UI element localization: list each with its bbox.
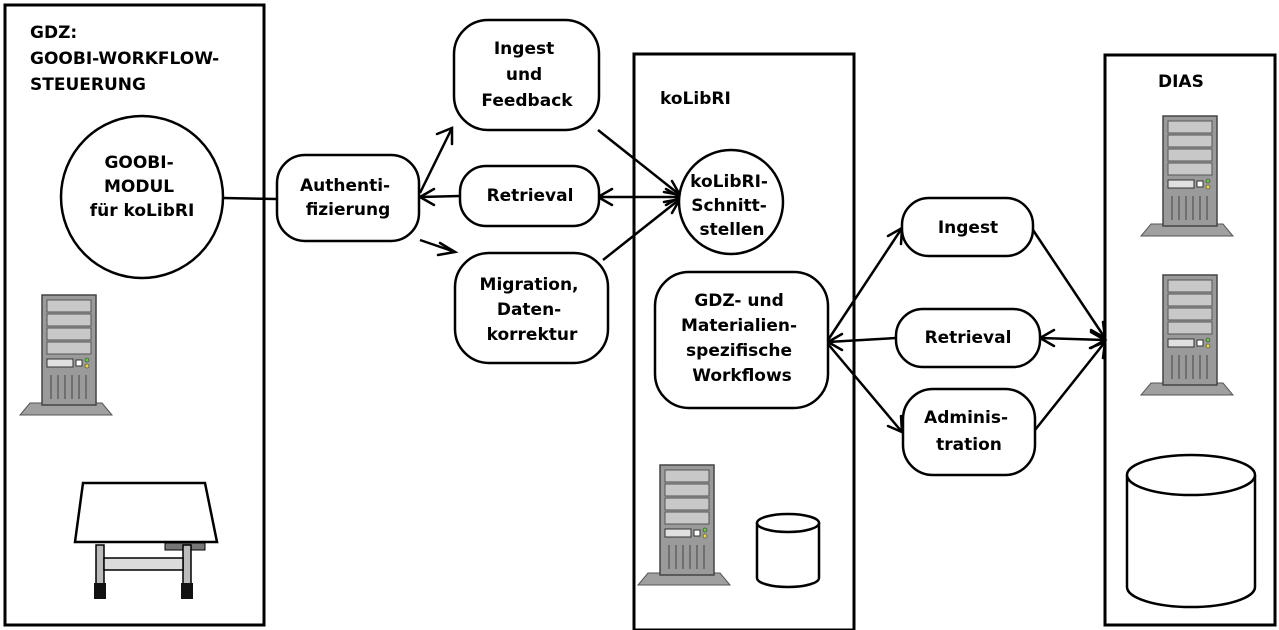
svg-text:GOOBI- MODUL für k: GOOBI- MODUL für koLibRI [90,153,195,221]
edge-workflows-admin [827,343,903,433]
svg-text:Migration, Daten-: Migration, Daten- korrektur [480,275,585,345]
svg-text:Adminis- tration: Adminis- tration [924,408,1014,455]
svg-text:Authenti- fizierung: Authenti- fizierung [300,176,396,220]
database-icon [1125,453,1257,609]
edge-goobi-auth [222,196,278,201]
edge-retrieval-dias [1039,336,1106,342]
node-authentifizierung: Authenti- fizierung [275,153,421,243]
node-ingest-right: Ingest [900,196,1035,258]
panel-gdz-title: GDZ: GOOBI-WORKFLOW- STEUERUNG [30,23,225,95]
node-retrieval-right: Retrieval [894,307,1042,369]
node-kolibri-schnittstellen: koLibRI- Schnitt- stellen [677,148,785,256]
edge-retrieval-workflows [827,336,897,344]
node-gdz-workflows: GDZ- und Materialien- spezifische Workfl… [653,270,830,410]
edge-ingest-dias [1031,229,1107,339]
node-migration: Migration, Daten- korrektur [453,251,610,365]
drafting-table-icon [73,481,219,599]
svg-text:Ingest und Feedbac: Ingest und Feedback [481,39,573,111]
panel-kolibri-title: koLibRI [660,89,731,109]
edge-retrieval-auth [419,194,461,199]
edge-migration-kolibri [602,198,681,261]
edge-ingest-kolibri [597,129,681,196]
svg-text:Retrieval: Retrieval [925,328,1012,348]
edge-admin-dias [1034,341,1106,431]
svg-text:koLibRI- Schnitt-: koLibRI- Schnitt- stellen [690,172,774,240]
edge-auth-ingest [418,127,454,194]
edge-auth-migration [419,238,456,254]
arrowhead [1089,320,1107,341]
node-ingest-feedback: Ingest und Feedback [452,18,601,132]
arrowhead [886,225,904,246]
svg-text:GDZ- und Materialien-: GDZ- und Materialien- spezifische Workfl… [681,291,803,386]
database-icon [755,512,821,589]
svg-text:Retrieval: Retrieval [487,186,574,206]
arrowhead [436,241,459,257]
arrowhead [1088,340,1107,360]
node-retrieval-left: Retrieval [458,164,601,228]
node-goobi-modul: GOOBI- MODUL für koLibRI [59,114,225,280]
node-administration: Adminis- tration [901,387,1037,477]
svg-text:Ingest: Ingest [938,218,998,238]
edge-workflows-ingest [826,227,904,341]
arrowhead [435,126,454,146]
panel-dias-title: DIAS [1158,72,1204,92]
edges [222,126,1108,434]
